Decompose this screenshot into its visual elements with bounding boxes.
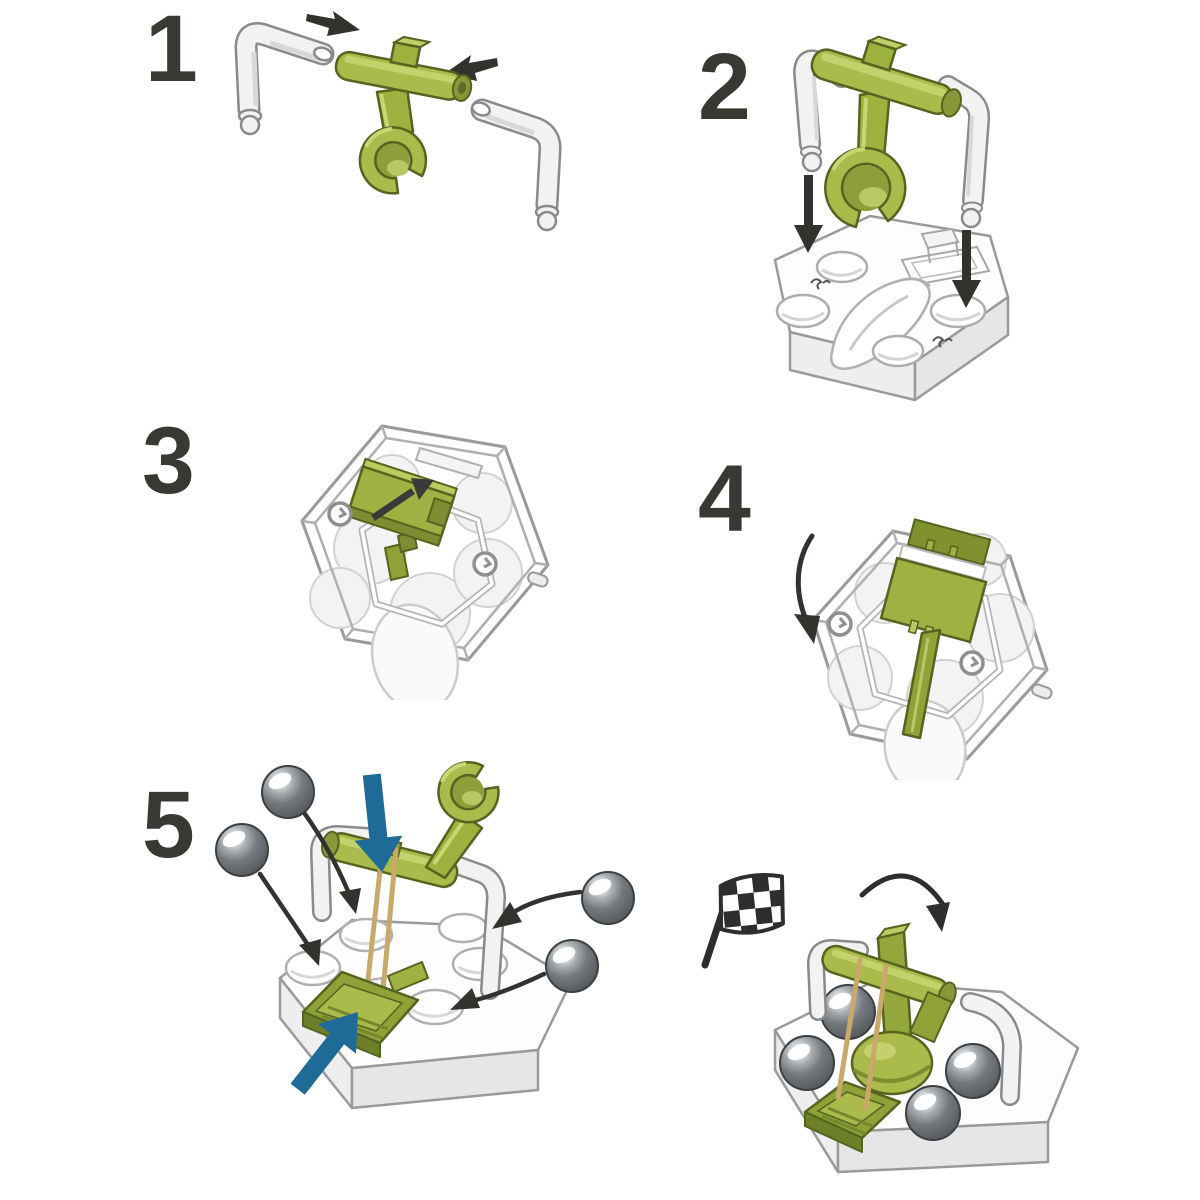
- finished-hammer-assembly-icon: [773, 922, 1080, 1174]
- step-2-illustration: [773, 35, 1010, 402]
- step-3-number: 3: [142, 408, 195, 514]
- marble-icon: [545, 939, 599, 993]
- rotate-mark-icon: [959, 650, 985, 676]
- hex-tile-underside-icon: [300, 424, 550, 700]
- curved-arrow-icon: [492, 889, 583, 929]
- step-1-illustration: [234, 11, 562, 232]
- step-4-number: 4: [698, 446, 751, 552]
- molded-squiggle-mark-icon: [810, 278, 831, 290]
- rubber-band-icon: [835, 957, 889, 1111]
- down-arrow-icon: [952, 230, 981, 308]
- curved-arrow-icon: [302, 811, 361, 914]
- step-1-number: 1: [145, 0, 198, 102]
- marble-icon: [779, 1035, 835, 1091]
- assembled-hammer-icon: [793, 35, 991, 229]
- side-peg-icon: [1031, 683, 1053, 700]
- marble-icon: [905, 1085, 961, 1141]
- curved-arrow-icon: [257, 871, 321, 966]
- rubber-band-icon: [363, 847, 399, 1005]
- hex-base-tile-icon: [773, 214, 1010, 402]
- down-arrow-icon: [794, 175, 823, 253]
- checkered-flag-icon: [701, 873, 785, 969]
- rotate-mark-icon: [472, 551, 498, 577]
- final-step-illustration: [701, 873, 1080, 1174]
- marble-icon: [261, 765, 315, 819]
- step-2-number: 2: [698, 34, 751, 140]
- pedal-plate-icon: [803, 1080, 902, 1153]
- l-shaped-tube-icon: [470, 98, 562, 232]
- hammer-clip-piece-icon: [334, 35, 473, 195]
- rotate-mark-icon: [327, 501, 353, 527]
- rotate-mark-icon: [827, 611, 853, 637]
- marble-icon: [945, 1043, 1001, 1099]
- step-5-number: 5: [142, 772, 195, 878]
- green-lock-plate-icon: [879, 518, 992, 740]
- side-peg-icon: [527, 571, 549, 588]
- marble-icon: [581, 871, 635, 925]
- marble-icon: [215, 823, 269, 877]
- hammer-assembly-icon: [310, 761, 506, 1000]
- l-shaped-tube-icon: [234, 22, 335, 136]
- swing-arrow-icon: [859, 873, 950, 932]
- green-lock-block-icon: [345, 457, 459, 581]
- step-5-illustration: [215, 761, 635, 1110]
- step-3-illustration: [300, 424, 550, 700]
- insert-arrow-icon: [306, 11, 360, 36]
- flip-over-arrow-icon: [794, 533, 820, 644]
- curved-arrow-icon: [450, 971, 547, 1010]
- slide-in-arrow-icon: [371, 478, 434, 521]
- molded-squiggle-mark-icon: [932, 336, 953, 348]
- step-4-illustration: [794, 518, 1053, 780]
